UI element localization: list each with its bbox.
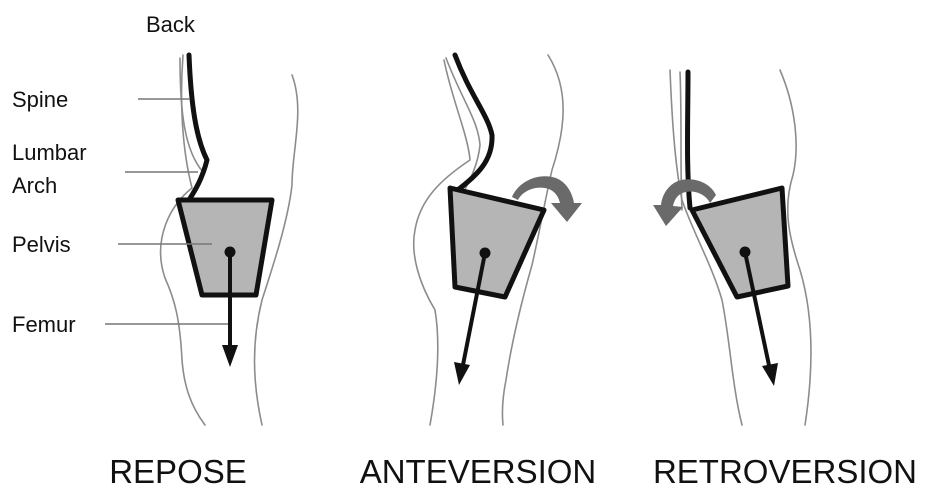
pelvis-repose [178,200,272,295]
label-back: Back [146,12,196,37]
femur-head-ante [480,248,491,259]
pelvis-ante [450,188,544,297]
caption-retroversion: RETROVERSION [653,453,917,487]
spine-repose [189,55,207,200]
caption-anteversion: ANTEVERSION [360,453,597,487]
pelvis-retro [692,188,788,297]
label-pelvis: Pelvis [12,232,71,257]
femur-arrowhead-repose [222,345,238,367]
caption-repose: REPOSE [109,453,247,487]
label-femur: Femur [12,312,76,337]
femur-head-retro [740,247,751,258]
panel-repose: Back Spine Lumbar Arch Pelvis Femur REPO… [12,12,298,487]
panel-anteversion: ANTEVERSION [360,55,597,487]
label-lumbar: Lumbar [12,140,87,165]
label-arch: Arch [12,173,57,198]
femur-head-repose [225,247,236,258]
femur-arrowhead-ante [454,362,470,385]
label-spine: Spine [12,87,68,112]
panel-retroversion: RETROVERSION [653,70,917,487]
femur-arrowhead-retro [762,363,778,386]
